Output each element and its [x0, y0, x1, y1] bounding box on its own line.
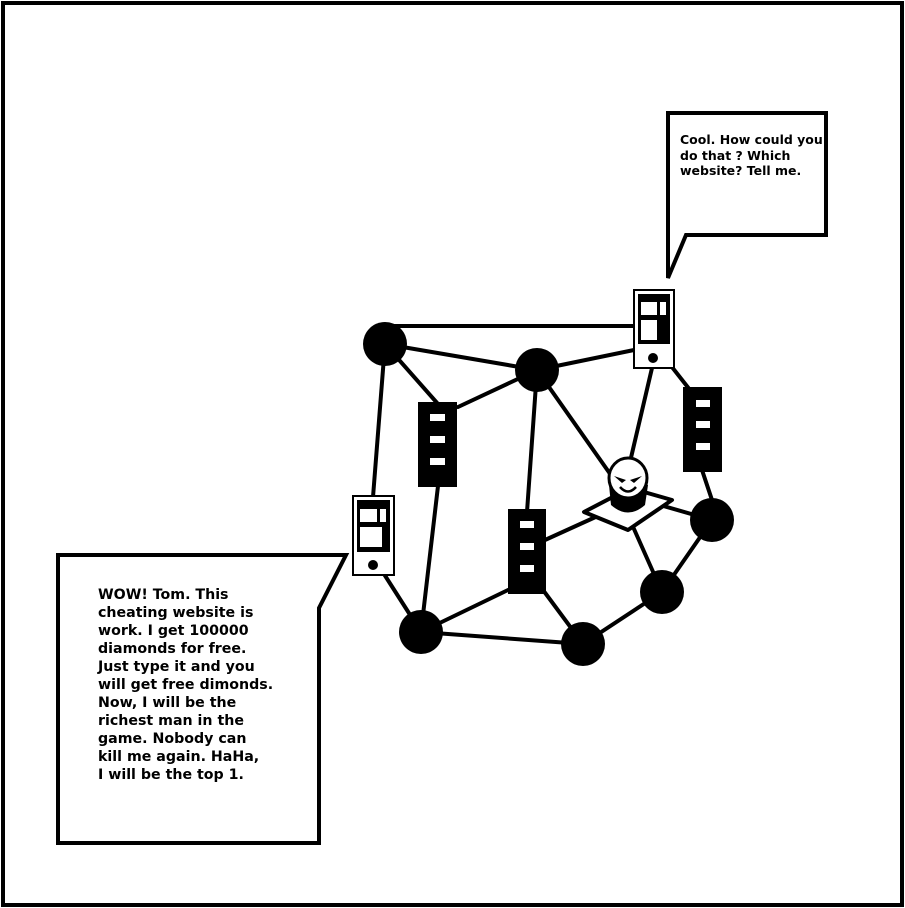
hacker-icon: [582, 456, 674, 532]
network-node: [561, 622, 605, 666]
speech-text-bottom-left: WOW! Tom. This cheating website is work.…: [98, 587, 274, 783]
network-node: [399, 610, 443, 654]
speech-bubble-top-right: [666, 111, 828, 279]
server-icon: [508, 509, 546, 594]
server-icon: [418, 402, 457, 487]
phone-icon: [633, 289, 675, 369]
network-node: [363, 322, 407, 366]
speech-bubble-bottom-left: [56, 553, 350, 845]
phone-icon: [352, 495, 395, 576]
network-node: [690, 498, 734, 542]
network-node: [515, 348, 559, 392]
server-icon: [683, 387, 722, 472]
network-nodes: [363, 322, 734, 666]
network-edges: [371, 324, 714, 646]
network-node: [640, 570, 684, 614]
speech-text-top-right: Cool. How could you do that ? Which webs…: [680, 132, 823, 178]
